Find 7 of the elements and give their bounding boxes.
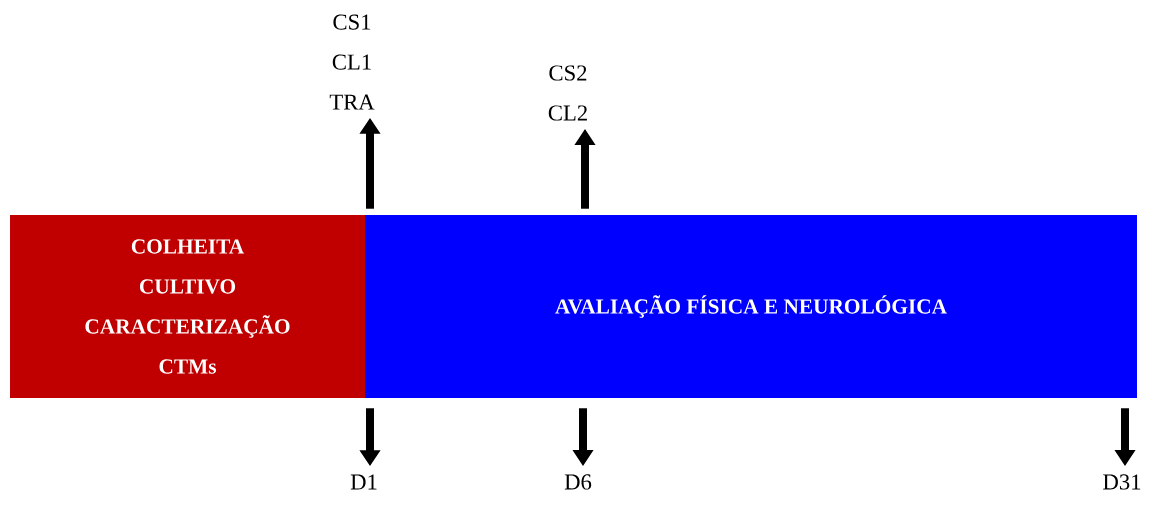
timeline-label: D1	[350, 474, 377, 490]
timeline-phase-box: COLHEITA CULTIVO CARACTERIZAÇÃO CTMs	[10, 215, 365, 398]
timeline-label: CS1 CL1 TRA	[329, 14, 375, 110]
timeline-label: CS2 CL2	[548, 65, 587, 121]
timeline-label: D31	[1103, 474, 1141, 490]
timeline-phase-box: AVALIAÇÃO FÍSICA E NEUROLÓGICA	[365, 215, 1137, 398]
timeline-label: D6	[564, 474, 592, 490]
